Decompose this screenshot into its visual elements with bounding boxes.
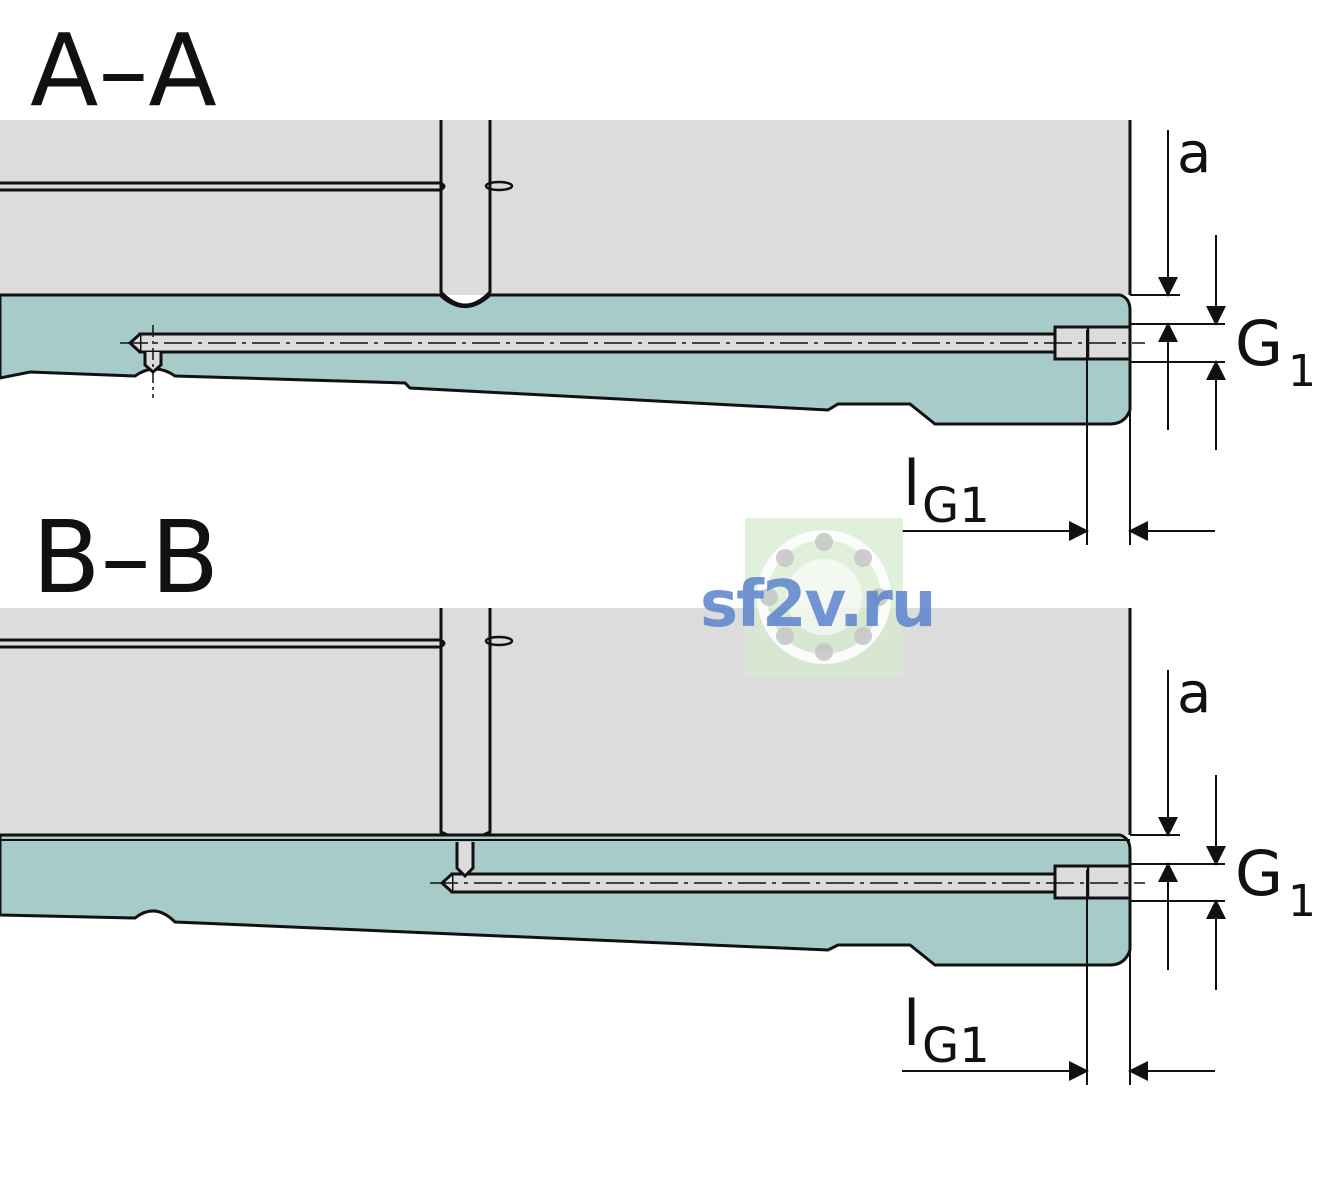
- section-title-a-a: A–A: [30, 12, 217, 129]
- bearing-icon: [757, 530, 891, 664]
- label-g: G: [1235, 837, 1283, 910]
- rail-body: [0, 293, 1132, 426]
- section-b-b: B–B a G 1 l G1: [0, 499, 1316, 1085]
- label-g-sub: 1: [1288, 346, 1316, 397]
- housing-body: [0, 608, 1130, 835]
- label-a: a: [1177, 121, 1211, 186]
- watermark-text: sf2v.ru: [700, 568, 936, 642]
- label-l: l: [903, 987, 920, 1060]
- section-a-a: A–A a G 1 l G1: [0, 12, 1316, 545]
- label-g: G: [1235, 307, 1283, 380]
- label-a: a: [1177, 661, 1211, 726]
- section-title-b-b: B–B: [32, 499, 219, 616]
- label-l: l: [903, 447, 920, 520]
- watermark-logo: [745, 518, 903, 676]
- label-l-sub: G1: [922, 1018, 990, 1074]
- housing-body: [0, 120, 1130, 295]
- label-l-sub: G1: [922, 478, 990, 534]
- label-g-sub: 1: [1288, 876, 1316, 927]
- thread-bore: [1053, 864, 1132, 900]
- rail-body: [0, 833, 1132, 967]
